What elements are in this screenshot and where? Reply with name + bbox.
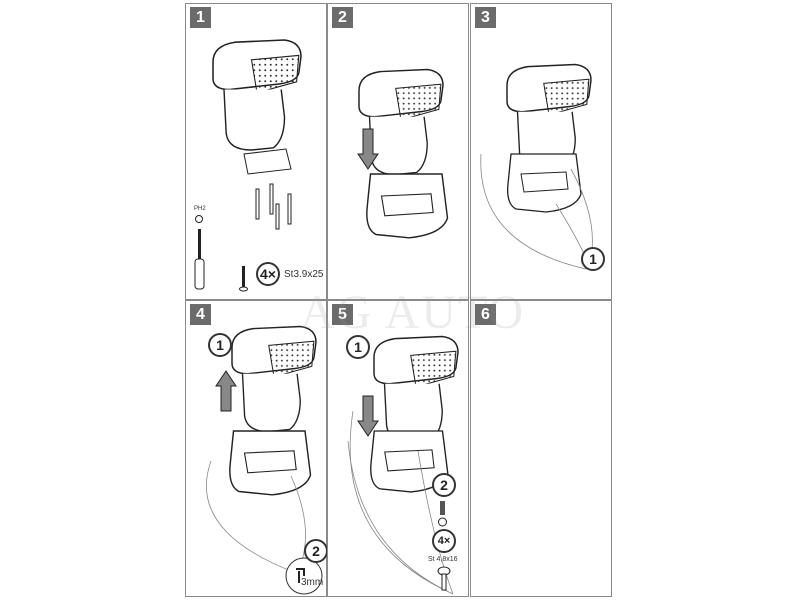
down-arrow-icon <box>357 395 379 437</box>
screw-count-badge: 4× <box>432 529 456 553</box>
step-number-badge: 6 <box>475 304 496 325</box>
armrest-slide-down-illustration <box>357 68 449 239</box>
step-panel-5: 5 1 2 4× St 4,8x16 <box>327 300 469 597</box>
step-ref-badge-bottom: 2 <box>432 473 456 497</box>
step-number-badge: 5 <box>332 304 353 325</box>
step-number-badge: 4 <box>190 304 211 325</box>
step-ref-badge-bottom: 2 <box>304 539 328 563</box>
step-number-badge: 2 <box>332 7 353 28</box>
step-number-badge: 3 <box>475 7 496 28</box>
step-panel-6: 6 <box>470 300 612 597</box>
screw-count-badge: 4× <box>256 262 280 286</box>
step-panel-1: 1 PH2 4× St3.9x25 <box>185 3 327 300</box>
down-arrow-icon <box>357 128 379 170</box>
step-ref-badge: 1 <box>581 247 605 271</box>
armrest-slide-up-illustration <box>206 325 323 595</box>
step-panel-3: 3 1 <box>470 3 612 300</box>
hex-key-icon <box>296 568 305 583</box>
armrest-fasten-illustration <box>347 335 459 595</box>
screw-icon <box>239 266 248 292</box>
armrest-exploded-illustration <box>194 39 302 292</box>
tool-size-label: 3mm <box>301 577 324 588</box>
step-ref-badge-top: 1 <box>346 335 370 359</box>
step-panel-4: 4 1 2 3mm <box>185 300 328 597</box>
bit-label: PH2 <box>194 206 206 212</box>
screwdriver-icon <box>194 229 205 290</box>
instruction-grid: 1 PH2 4× St3.9x25 2 3 1 4 <box>185 3 612 597</box>
step-number-badge: 1 <box>190 7 211 28</box>
screw-spec: St3.9x25 <box>284 269 324 280</box>
step-panel-2: 2 <box>327 3 469 300</box>
screw-icon <box>437 566 451 591</box>
step-ref-badge-top: 1 <box>208 333 232 357</box>
screw-spec: St 4,8x16 <box>428 556 458 563</box>
up-arrow-icon <box>215 370 237 412</box>
screwdriver-bit-icon <box>440 501 445 515</box>
